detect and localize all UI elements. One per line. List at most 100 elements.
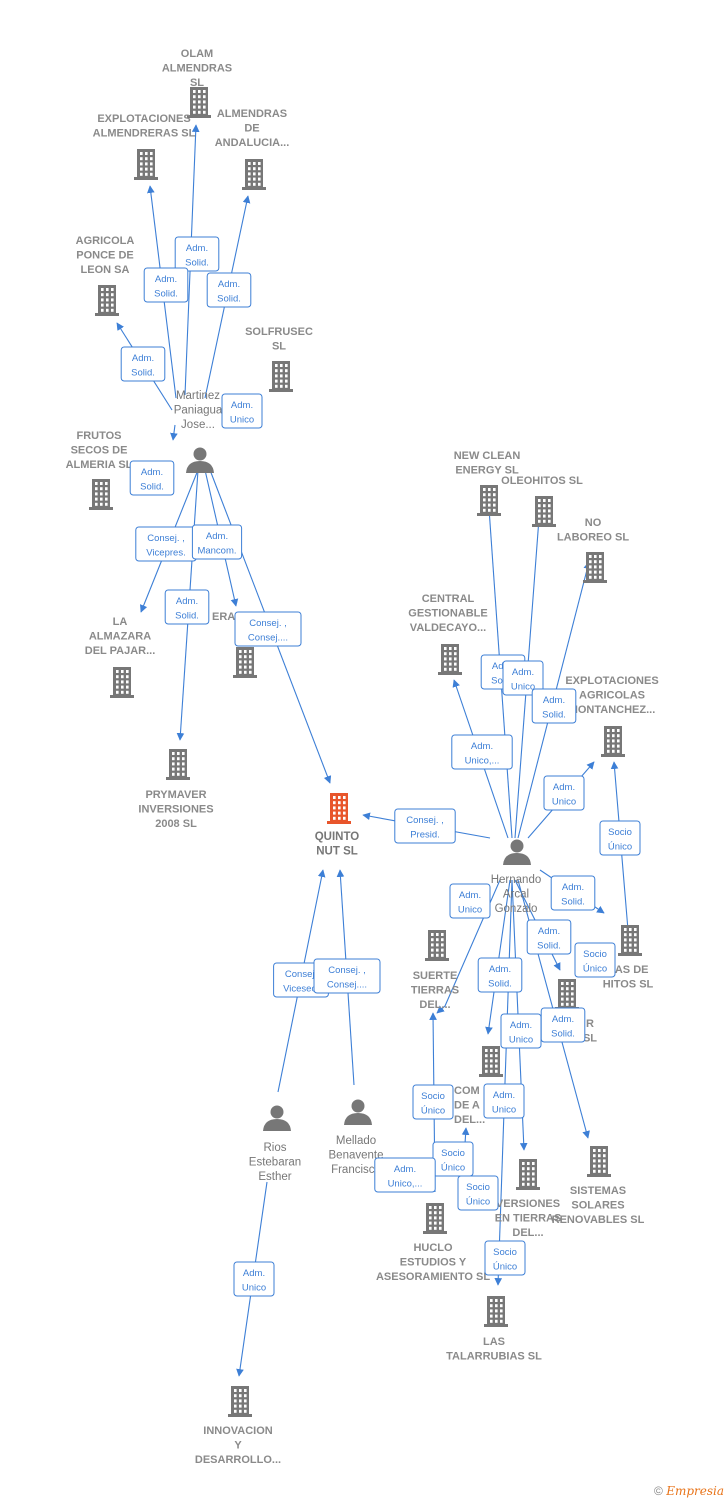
relation-label[interactable]: Consej. ,Consej.... (234, 611, 302, 647)
building-icon (134, 149, 158, 180)
relation-box (540, 1007, 586, 1043)
relation-text: Adm.Solid. (488, 964, 512, 990)
node-label-line: TIERRAS (411, 985, 459, 997)
node-label-line: CENTRAL (422, 593, 475, 605)
relation-text-line: Consej. (285, 969, 317, 980)
relation-label[interactable]: Adm.Solid. (550, 875, 596, 911)
relation-text-line: Presid. (410, 830, 440, 841)
company-node-oleohitos[interactable]: OLEOHITOS SL (501, 475, 583, 527)
relation-label[interactable]: Adm.Solid. (526, 919, 572, 955)
node-label-line: VALDECAYO... (410, 622, 486, 634)
node-label-line: SL (583, 1033, 597, 1045)
relation-label[interactable]: Adm.Unico (221, 393, 263, 429)
building-icon (618, 925, 642, 956)
relation-text-line: Solid. (542, 710, 566, 721)
node-label: OLEOHITOS SL (501, 475, 583, 487)
relation-box (550, 875, 596, 911)
relation-label[interactable]: Consej. ,Consej.... (313, 958, 381, 994)
relation-text-line: Adm. (206, 531, 228, 542)
relation-label[interactable]: Adm.Unico (502, 660, 544, 696)
relation-label[interactable]: Adm.Unico (449, 883, 491, 919)
relation-label[interactable]: Adm.Unico,... (374, 1157, 436, 1193)
relation-label[interactable]: Adm.Mancom. (191, 524, 243, 560)
relation-box (164, 589, 210, 625)
relation-label[interactable]: Consej. ,Vicepres. (135, 526, 197, 562)
node-label-line: EXPLOTACIONES (97, 113, 190, 125)
relation-text-line: Solid. (217, 294, 241, 305)
relation-text: Adm.Solid. (175, 596, 199, 622)
relation-label[interactable]: Adm.Solid. (164, 589, 210, 625)
relation-label[interactable]: Adm.Solid. (174, 236, 220, 272)
building-icon (327, 793, 351, 824)
relation-text-line: Unico (230, 415, 254, 426)
relation-text-line: Único (608, 842, 632, 853)
node-label-line: RENOVABLES SL (552, 1214, 645, 1226)
node-label-line: LEON SA (81, 264, 130, 276)
relation-label[interactable]: Adm.Solid. (531, 688, 577, 724)
relation-label[interactable]: Consej. ,Presid. (394, 808, 456, 844)
relation-label[interactable]: Adm.Solid. (120, 346, 166, 382)
relation-label[interactable]: Adm.Unico (483, 1083, 525, 1119)
relation-label[interactable]: Adm.Unico,... (451, 734, 513, 770)
relation-label[interactable]: Adm. Unico (543, 775, 585, 811)
relation-text-line: Adm. (553, 782, 575, 793)
relation-label[interactable]: Adm.Solid. (540, 1007, 586, 1043)
relation-label[interactable]: Adm.Solid. (477, 957, 523, 993)
building-icon (269, 361, 293, 392)
relation-text-line: Único (466, 1197, 490, 1208)
relation-label[interactable]: Adm.Solid. (206, 272, 252, 308)
relation-text-line: Adm. (155, 274, 177, 285)
relation-label[interactable]: Adm.Solid. (143, 267, 189, 303)
relation-text-line: Vicepres. (146, 548, 185, 559)
relation-box (143, 267, 189, 303)
relation-text-line: Unico (552, 797, 576, 808)
node-label-line: Jose... (181, 419, 215, 431)
building-icon (187, 87, 211, 118)
relation-text-line: Solid. (140, 482, 164, 493)
relation-label[interactable]: Adm.Unico (233, 1261, 275, 1297)
relation-text-line: Adm. (489, 964, 511, 975)
relation-label[interactable]: Adm.Solid. (129, 460, 175, 496)
relation-label[interactable]: Adm.Unico (500, 1013, 542, 1049)
node-label-line: SL (272, 341, 286, 353)
relation-text: Consej. ,Presid. (406, 815, 444, 841)
node-label-line: ASESORAMIENTO SL (376, 1271, 490, 1283)
